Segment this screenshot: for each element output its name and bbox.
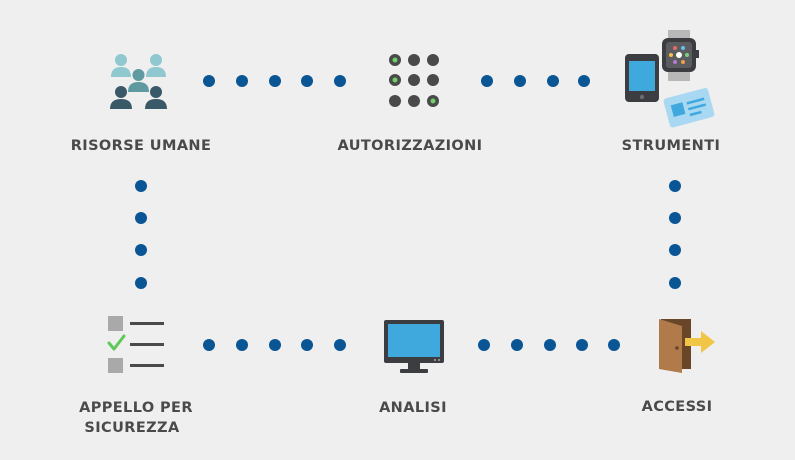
connector-dot: [135, 277, 147, 289]
node-label-line2: SICUREZZA: [84, 420, 180, 436]
connector-dot: [514, 75, 526, 87]
connector-dot: [669, 277, 681, 289]
door-exit-icon: [659, 319, 715, 373]
connector-dot: [203, 339, 215, 351]
connector-dot: [576, 339, 588, 351]
connector-dot: [578, 75, 590, 87]
connector-dot: [135, 212, 147, 224]
node-label: RISORSE UMANE: [70, 138, 212, 154]
connector-dot: [269, 75, 281, 87]
node-label-line1: APPELLO PER: [79, 400, 193, 416]
connector-dot: [301, 75, 313, 87]
connector-dot: [478, 339, 490, 351]
connector-dot: [269, 339, 281, 351]
node-label: ANALISI: [379, 400, 447, 416]
connector-dot: [511, 339, 523, 351]
connector-dot: [135, 244, 147, 256]
connector-dot: [135, 180, 147, 192]
checklist-icon: [107, 316, 164, 373]
connector-dot: [334, 75, 346, 87]
connector-dot: [669, 180, 681, 192]
connector-dot: [236, 339, 248, 351]
connector-dot: [481, 75, 493, 87]
connector-dot: [236, 75, 248, 87]
connector-dot: [334, 339, 346, 351]
connector-dot: [547, 75, 559, 87]
monitor-icon: [384, 320, 444, 373]
connector-dot: [669, 244, 681, 256]
node-label: ACCESSI: [641, 399, 713, 415]
node-label: STRUMENTI: [621, 138, 721, 154]
connector-dot: [669, 212, 681, 224]
devices-icon: [625, 30, 715, 128]
connector-dot: [544, 339, 556, 351]
connector-dot: [203, 75, 215, 87]
node-label: AUTORIZZAZIONI: [337, 138, 483, 154]
people-group-icon: [110, 54, 167, 109]
connector-dot: [301, 339, 313, 351]
connector-dot: [608, 339, 620, 351]
keypad-dots-icon: [389, 54, 439, 107]
